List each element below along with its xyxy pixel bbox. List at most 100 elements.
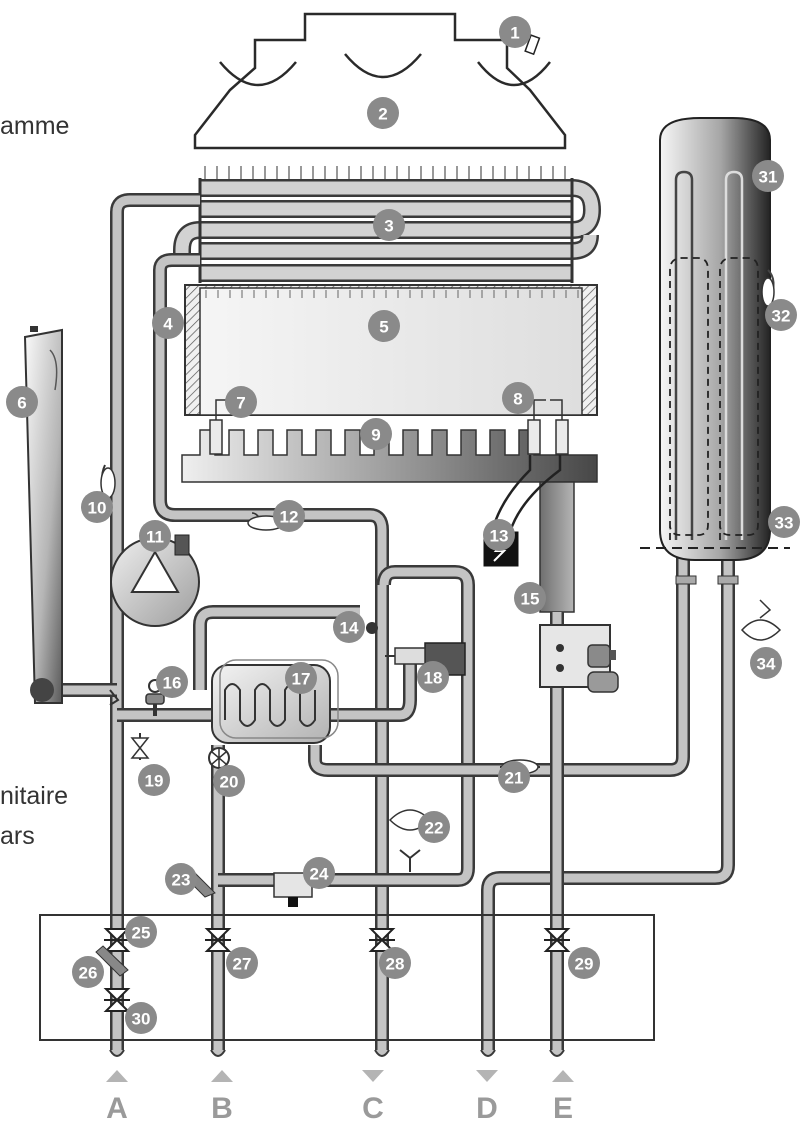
side-label-bottom-2: ars	[0, 822, 35, 850]
pipe-end-2	[210, 1049, 226, 1057]
callout-number: 17	[292, 670, 311, 689]
arrow-up-icon	[552, 1070, 574, 1082]
pipe-9	[330, 660, 417, 722]
port-labels: A B C D E	[106, 1070, 574, 1125]
plate-heat-exchanger	[211, 659, 339, 744]
port-letter: B	[211, 1092, 233, 1125]
arrow-up-icon	[211, 1070, 233, 1082]
port-a: A	[106, 1070, 128, 1125]
callout-20: 20	[213, 765, 245, 797]
callout-number: 10	[88, 499, 107, 518]
callout-number: 29	[575, 955, 594, 974]
callout-number: 33	[775, 514, 794, 533]
callout-number: 3	[384, 217, 393, 236]
valve-3	[204, 928, 232, 952]
callout-number: 2	[378, 105, 387, 124]
callout-number: 19	[145, 772, 164, 791]
callout-number: 14	[340, 619, 359, 638]
main-heat-exchanger	[173, 178, 602, 283]
callout-number: 8	[513, 390, 522, 409]
radiator	[23, 326, 63, 704]
callout-3: 3	[373, 209, 405, 241]
port-letter: A	[106, 1092, 128, 1125]
callout-4: 4	[152, 307, 184, 339]
combustion-chamber	[184, 284, 598, 416]
callout-number: 11	[146, 528, 164, 547]
callout-1: 1	[499, 16, 531, 48]
pipe-fill-1	[112, 195, 200, 1050]
gas-supply-pipe	[539, 481, 575, 613]
pipe-fill-9	[330, 660, 415, 720]
callout-number: 28	[386, 955, 405, 974]
valves	[103, 928, 571, 1012]
callout-10: 10	[81, 491, 113, 523]
arrow-up-icon	[106, 1070, 128, 1082]
callout-number: 24	[310, 865, 329, 884]
callout-5: 5	[368, 310, 400, 342]
exchanger-fins	[204, 166, 566, 180]
ignition-electrodes	[209, 399, 569, 455]
callout-number: 1	[510, 24, 519, 43]
callout-number: 27	[233, 955, 252, 974]
pipe-10	[308, 540, 690, 777]
pipe-end-4	[480, 1049, 496, 1057]
callout-number: 34	[757, 655, 776, 674]
callout-19: 19	[138, 764, 170, 796]
callout-8: 8	[502, 382, 534, 414]
pipe-end-3	[374, 1049, 390, 1057]
callout-16: 16	[156, 666, 188, 698]
valve-2	[103, 988, 131, 1012]
callout-number: 23	[172, 871, 191, 890]
port-c: C	[362, 1070, 384, 1125]
callout-number: 4	[163, 315, 173, 334]
callout-number: 21	[505, 769, 524, 788]
callout-13: 13	[483, 519, 515, 551]
pipe-fill-3	[155, 499, 387, 1050]
connection-box	[39, 914, 655, 1041]
side-label-bottom-1: nitaire	[0, 782, 69, 810]
gas-valve	[539, 624, 619, 693]
pipe-fill-10	[310, 540, 688, 775]
callout-34: 34	[750, 647, 782, 679]
callout-number: 5	[379, 318, 388, 337]
port-d: D	[476, 1070, 498, 1125]
pipe-fill-6	[195, 607, 360, 690]
callout-18: 18	[417, 661, 449, 693]
callout-number: 31	[759, 168, 778, 187]
pipe-network	[62, 193, 735, 1057]
pipe-fill-11	[483, 540, 733, 1050]
callout-27: 27	[226, 947, 258, 979]
port-letter: E	[553, 1092, 573, 1125]
callout-17: 17	[285, 662, 317, 694]
callout-number: 12	[280, 508, 299, 527]
callout-number: 6	[17, 394, 26, 413]
callout-23: 23	[165, 863, 197, 895]
callout-7: 7	[225, 386, 257, 418]
callout-number: 32	[772, 307, 791, 326]
callout-number: 15	[521, 590, 540, 609]
callout-24: 24	[303, 857, 335, 889]
callout-number: 9	[371, 426, 380, 445]
callout-11: 11	[139, 520, 171, 552]
callout-33: 33	[768, 506, 800, 538]
callout-number: 7	[236, 394, 245, 413]
port-b: B	[211, 1070, 233, 1125]
callout-number: 20	[220, 773, 239, 792]
callout-number: 22	[425, 819, 444, 838]
valve-5	[543, 928, 571, 952]
callout-25: 25	[125, 916, 157, 948]
callout-29: 29	[568, 947, 600, 979]
callout-14: 14	[333, 611, 365, 643]
callout-number: 26	[79, 964, 98, 983]
arrow-down-icon	[476, 1070, 498, 1082]
valve-4	[368, 928, 396, 952]
callout-number: 18	[424, 669, 443, 688]
callout-12: 12	[273, 500, 305, 532]
callout-22: 22	[418, 811, 450, 843]
pipe-fill-2	[155, 255, 200, 500]
pipe-fill-5	[218, 567, 473, 885]
valve-1	[103, 928, 131, 952]
callout-26: 26	[72, 956, 104, 988]
